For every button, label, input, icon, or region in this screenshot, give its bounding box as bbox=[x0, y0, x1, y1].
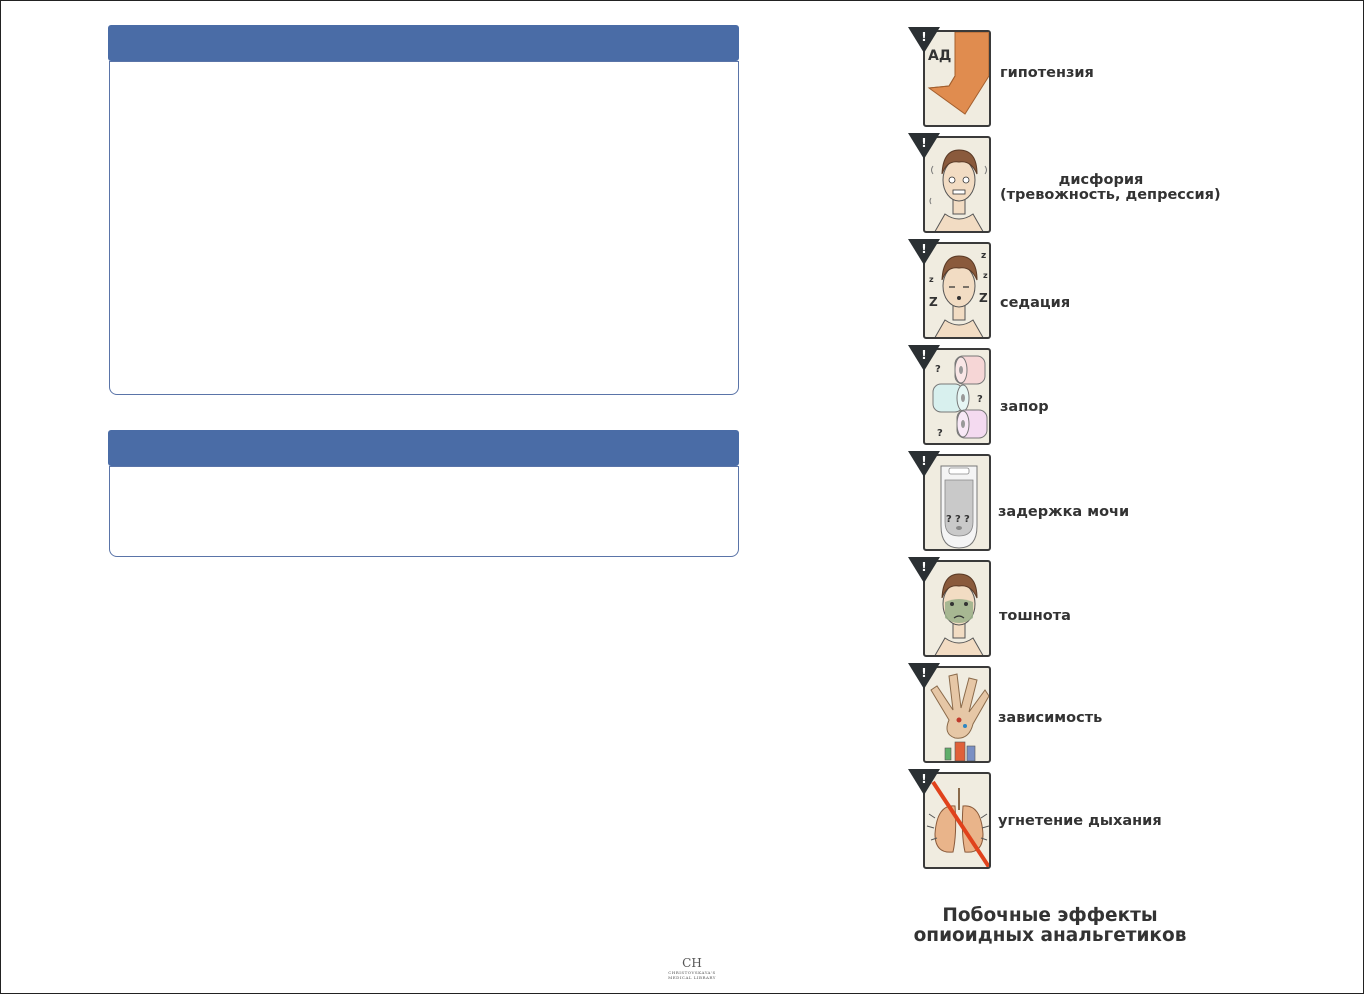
toilet-paper-rolls-icon: ? ? ? bbox=[932, 355, 988, 439]
label-hypotension: гипотензия bbox=[1000, 65, 1094, 81]
warning-mark: ! bbox=[921, 772, 927, 786]
logo-monogram: CH bbox=[682, 956, 702, 970]
diagram-title: Побочные эффекты опиоидных анальгетиков bbox=[905, 906, 1195, 946]
crossed-lungs-icon bbox=[926, 780, 989, 867]
label-respiratory-depression: угнетение дыхания bbox=[998, 813, 1162, 829]
svg-text:?: ? bbox=[946, 514, 952, 525]
warning-triangle-icon bbox=[908, 557, 940, 583]
warning-triangle-icon bbox=[908, 663, 940, 689]
constipation-card: ? ? ? bbox=[923, 348, 991, 445]
sedation-card: z z z Z Z bbox=[923, 242, 991, 339]
publisher-logo: CH CHRISTOVSKAYA'S MEDICAL LIBRARY bbox=[666, 956, 718, 981]
label-dysphoria-line1: дисфория bbox=[1058, 172, 1144, 188]
svg-text:Z: Z bbox=[929, 295, 938, 309]
hypotension-card: АД bbox=[923, 30, 991, 127]
warning-triangle-icon bbox=[908, 27, 940, 53]
warning-mark: ! bbox=[921, 136, 927, 150]
panel-1-header bbox=[108, 25, 739, 61]
urinal-icon: ? ? ? bbox=[940, 465, 978, 549]
warning-triangle-icon bbox=[908, 133, 940, 159]
label-nausea: тошнота bbox=[999, 608, 1071, 624]
warning-mark: ! bbox=[921, 348, 927, 362]
svg-text:?: ? bbox=[977, 394, 983, 405]
warning-triangle-icon bbox=[908, 239, 940, 265]
warning-triangle-icon bbox=[908, 451, 940, 477]
diagram-title-line1: Побочные эффекты bbox=[942, 905, 1158, 926]
warning-triangle-icon bbox=[908, 345, 940, 371]
dysphoria-card bbox=[923, 136, 991, 233]
label-sedation: седация bbox=[1000, 295, 1071, 311]
warning-mark: ! bbox=[921, 666, 927, 680]
label-urinary-retention: задержка мочи bbox=[998, 504, 1130, 520]
panel-1-body bbox=[109, 61, 739, 395]
warning-mark: ! bbox=[921, 30, 927, 44]
warning-mark: ! bbox=[921, 560, 927, 574]
panel-2-header bbox=[108, 430, 739, 466]
blood-pressure-drop-icon bbox=[927, 32, 989, 115]
panel-2-body bbox=[109, 466, 739, 557]
svg-text:?: ? bbox=[937, 428, 943, 439]
svg-text:?: ? bbox=[955, 514, 961, 525]
nausea-card bbox=[923, 560, 991, 657]
logo-tagline: MEDICAL LIBRARY bbox=[668, 975, 716, 980]
svg-text:?: ? bbox=[964, 514, 970, 525]
warning-triangle-icon bbox=[908, 769, 940, 795]
diagram-title-line2: опиоидных анальгетиков bbox=[913, 925, 1187, 946]
label-addiction: зависимость bbox=[998, 710, 1103, 726]
label-dysphoria: дисфория (тревожность, депрессия) bbox=[1000, 172, 1221, 203]
addiction-hand-pills-icon bbox=[930, 673, 989, 761]
label-dysphoria-line2: (тревожность, депрессия) bbox=[1000, 187, 1221, 203]
anxious-person-icon bbox=[929, 149, 987, 231]
nauseous-person-icon bbox=[934, 573, 984, 655]
warning-mark: ! bbox=[921, 454, 927, 468]
svg-text:z: z bbox=[929, 275, 934, 284]
label-constipation: запор bbox=[1000, 399, 1049, 415]
warning-mark: ! bbox=[921, 242, 927, 256]
sleepy-person-icon: z z z Z Z bbox=[929, 251, 988, 337]
logo-name: CHRISTOVSKAYA'S bbox=[668, 970, 716, 975]
svg-text:z: z bbox=[983, 271, 988, 280]
svg-text:Z: Z bbox=[979, 291, 988, 305]
svg-text:z: z bbox=[981, 251, 986, 261]
